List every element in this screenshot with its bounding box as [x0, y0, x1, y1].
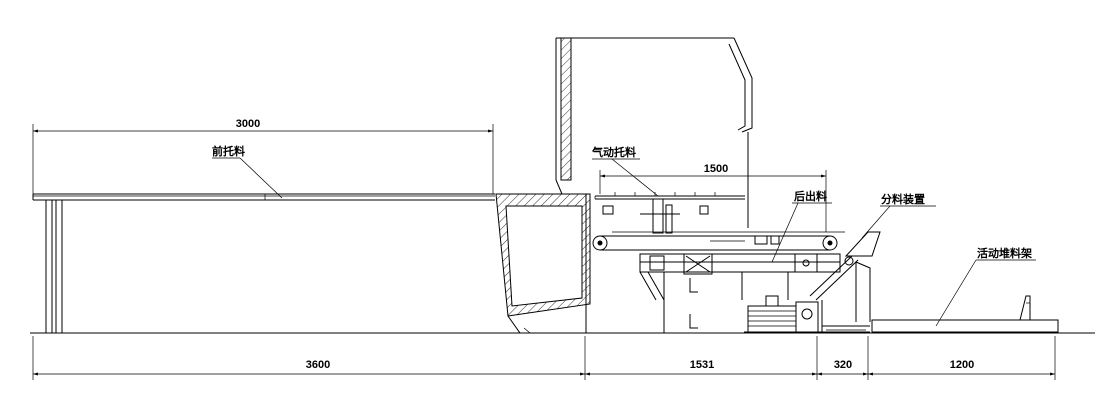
label-sorting-device: 分料装置 [881, 192, 925, 206]
front-support-table [32, 193, 495, 334]
label-rear-output: 后出料 [794, 189, 827, 203]
label-movable-stacking-rack: 活动堆料架 [977, 246, 1032, 260]
conveyor-underframe [663, 272, 789, 333]
dim-front-section: 3600 [306, 359, 330, 371]
dim-gap-section: 320 [834, 359, 852, 371]
dim-pneumatic-support-length: 1500 [704, 163, 728, 175]
drive-motor [744, 295, 822, 333]
callout-leaders [212, 157, 1036, 327]
label-pneumatic-support: 气动托料 [591, 145, 636, 159]
label-front-support: 前托料 [212, 144, 245, 158]
sorting-device [809, 231, 881, 333]
dimension-lines [32, 124, 1056, 380]
belt-conveyor [592, 231, 845, 301]
dim-middle-section: 1531 [690, 359, 714, 371]
dim-front-support-length: 3000 [236, 118, 260, 130]
press-frame [495, 37, 753, 334]
pneumatic-support [594, 192, 745, 234]
movable-stacking-rack [871, 295, 1059, 333]
dim-rack-section: 1200 [950, 359, 974, 371]
